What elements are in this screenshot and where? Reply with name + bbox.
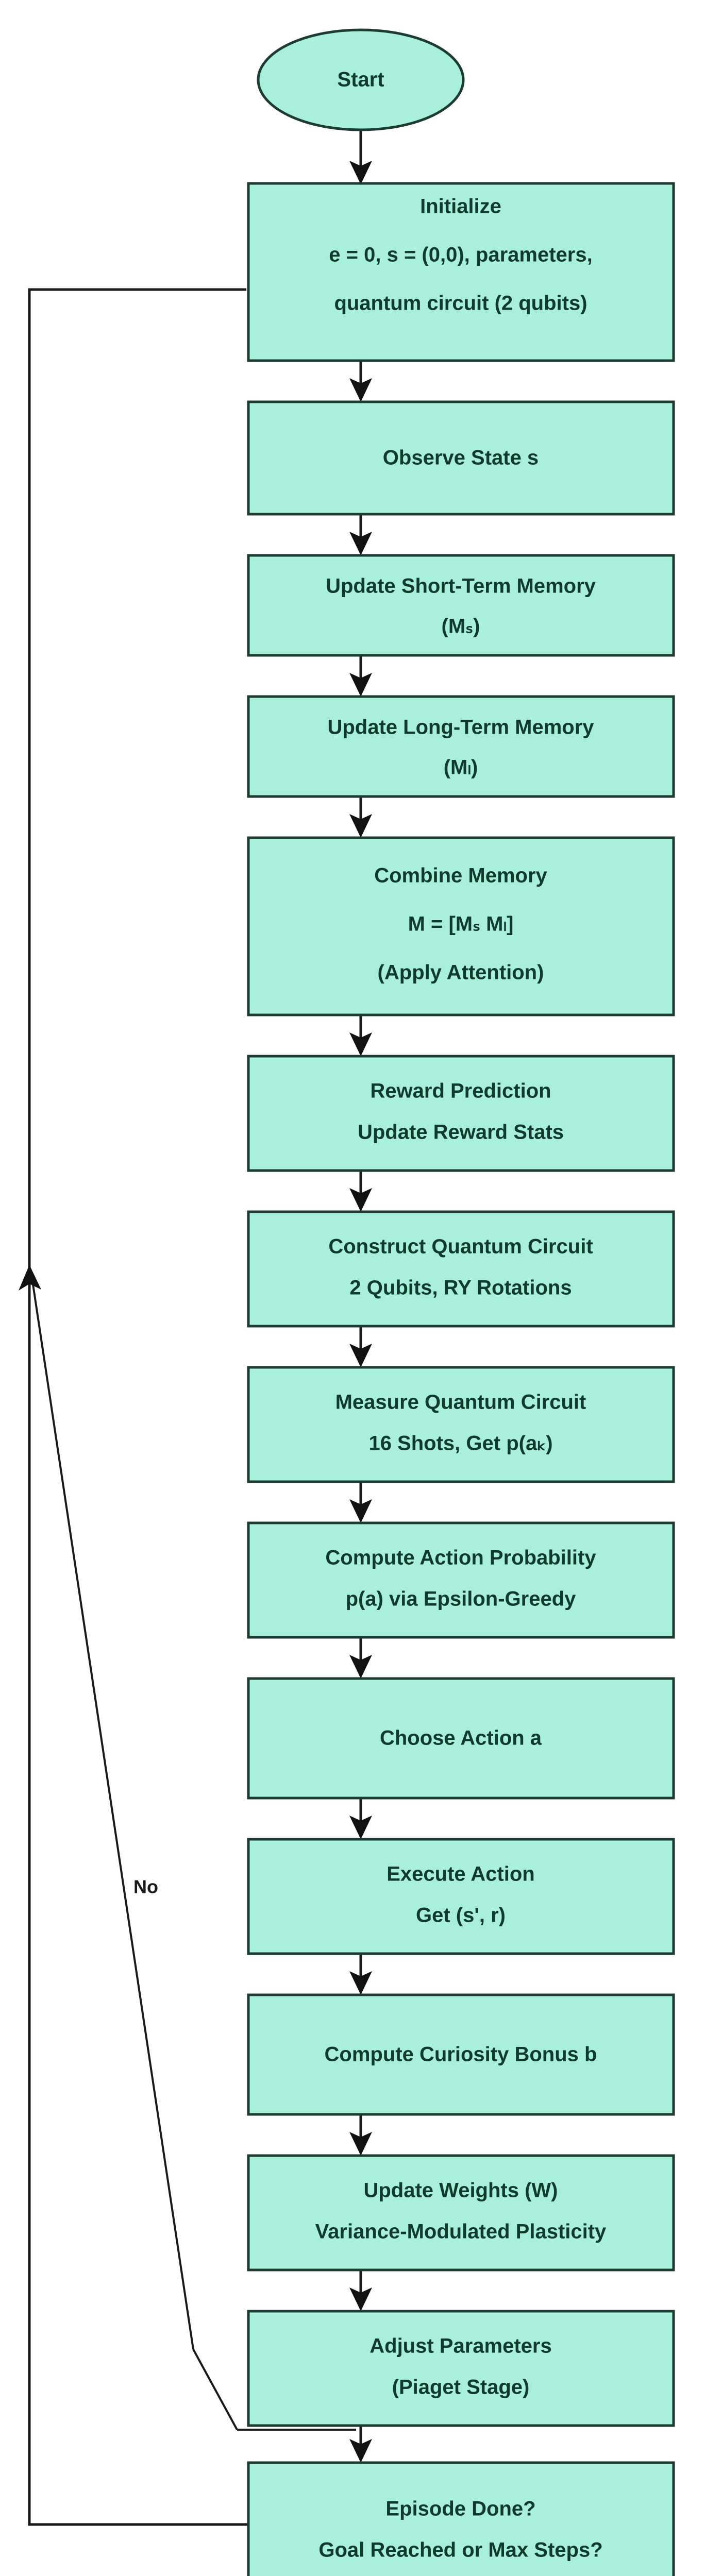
edge-compute-probability-to-choose-action bbox=[349, 1637, 372, 1679]
node-combine-memory[interactable]: Combine Memory M = [Mₛ Mₗ] (Apply Attent… bbox=[247, 836, 675, 1016]
edge-execute-action-to-curiosity-bonus bbox=[349, 1954, 372, 1995]
node-adjust-parameters[interactable]: Adjust Parameters (Piaget Stage) bbox=[247, 2310, 675, 2427]
node-update-long-term-memory[interactable]: Update Long-Term Memory (Mₗ) bbox=[247, 695, 675, 798]
edge-update-weights-to-adjust-parameters bbox=[349, 2270, 372, 2311]
node-execute-action[interactable]: Execute Action Get (s', r) bbox=[247, 1838, 675, 1955]
node-combine-memory-line-1: Combine Memory bbox=[374, 865, 547, 887]
node-update-weights-line-1: Update Weights (W) bbox=[363, 2179, 558, 2202]
edge-measure-to-compute-probability bbox=[349, 1482, 372, 1523]
node-measure-quantum-circuit[interactable]: Measure Quantum Circuit 16 Shots, Get p(… bbox=[247, 1366, 675, 1483]
edge-reward-to-construct bbox=[349, 1171, 372, 1212]
node-reward-prediction[interactable]: Reward Prediction Update Reward Stats bbox=[247, 1055, 675, 1172]
edge-long-term-to-combine bbox=[349, 796, 372, 838]
node-construct-quantum-circuit-line-1: Construct Quantum Circuit bbox=[328, 1235, 593, 1258]
node-construct-quantum-circuit[interactable]: Construct Quantum Circuit 2 Qubits, RY R… bbox=[247, 1210, 675, 1328]
edge-inner-feedback-loop bbox=[19, 1265, 356, 2431]
node-execute-action-line-2: Get (s', r) bbox=[416, 1904, 506, 1927]
node-compute-action-probability-line-2: p(a) via Epsilon-Greedy bbox=[346, 1588, 577, 1611]
node-reward-prediction-line-2: Update Reward Stats bbox=[358, 1121, 564, 1144]
edge-label-no: No bbox=[133, 1876, 158, 1897]
node-initialize-line-2: e = 0, s = (0,0), parameters, bbox=[329, 244, 592, 266]
node-update-short-term-memory[interactable]: Update Short-Term Memory (Mₛ) bbox=[247, 554, 675, 657]
node-choose-action[interactable]: Choose Action a bbox=[247, 1677, 675, 1800]
node-start-label: Start bbox=[337, 69, 384, 91]
node-start[interactable]: Start bbox=[257, 28, 465, 131]
node-reward-prediction-line-1: Reward Prediction bbox=[370, 1080, 551, 1103]
node-adjust-parameters-line-1: Adjust Parameters bbox=[370, 2335, 551, 2358]
node-combine-memory-line-3: (Apply Attention) bbox=[378, 961, 544, 984]
edge-construct-to-measure bbox=[349, 1326, 372, 1367]
node-update-short-term-memory-line-2: (Mₛ) bbox=[442, 615, 480, 638]
node-measure-quantum-circuit-line-2: 16 Shots, Get p(aₖ) bbox=[368, 1432, 552, 1455]
node-choose-action-label: Choose Action a bbox=[380, 1727, 542, 1750]
node-update-weights[interactable]: Update Weights (W) Variance-Modulated Pl… bbox=[247, 2154, 675, 2272]
node-initialize[interactable]: Initialize e = 0, s = (0,0), parameters,… bbox=[247, 182, 675, 362]
edge-short-term-to-long-term bbox=[349, 655, 372, 697]
node-compute-curiosity-bonus-label: Compute Curiosity Bonus b bbox=[325, 2043, 597, 2066]
node-observe-state-label: Observe State s bbox=[383, 447, 539, 469]
node-execute-action-line-1: Execute Action bbox=[387, 1863, 534, 1886]
node-observe-state[interactable]: Observe State s bbox=[247, 400, 675, 516]
edge-initialize-to-observe bbox=[349, 361, 372, 402]
edge-combine-to-reward bbox=[349, 1015, 372, 1056]
node-episode-done-line-2: Goal Reached or Max Steps? bbox=[318, 2539, 602, 2562]
node-combine-memory-line-2: M = [Mₛ Mₗ] bbox=[408, 913, 514, 936]
edge-adjust-parameters-to-episode-done bbox=[349, 2426, 372, 2463]
node-measure-quantum-circuit-line-1: Measure Quantum Circuit bbox=[335, 1391, 586, 1414]
edge-episode-done-no-loop bbox=[28, 288, 248, 2526]
node-update-long-term-memory-line-2: (Mₗ) bbox=[444, 756, 478, 779]
node-update-short-term-memory-line-1: Update Short-Term Memory bbox=[326, 575, 596, 598]
edge-curiosity-bonus-to-update-weights bbox=[349, 2114, 372, 2156]
node-initialize-line-3: quantum circuit (2 qubits) bbox=[334, 292, 587, 315]
edge-choose-action-to-execute-action bbox=[349, 1798, 372, 1839]
node-initialize-line-1: Initialize bbox=[420, 195, 501, 218]
node-update-weights-line-2: Variance-Modulated Plasticity bbox=[315, 2221, 607, 2243]
node-compute-action-probability[interactable]: Compute Action Probability p(a) via Epsi… bbox=[247, 1521, 675, 1639]
edge-observe-to-short-term bbox=[349, 514, 372, 555]
node-update-long-term-memory-line-1: Update Long-Term Memory bbox=[327, 716, 594, 739]
node-compute-action-probability-line-1: Compute Action Probability bbox=[325, 1547, 596, 1569]
node-construct-quantum-circuit-line-2: 2 Qubits, RY Rotations bbox=[349, 1277, 572, 1299]
edge-start-to-initialize bbox=[349, 130, 372, 184]
node-compute-curiosity-bonus[interactable]: Compute Curiosity Bonus b bbox=[247, 1993, 675, 2116]
node-adjust-parameters-line-2: (Piaget Stage) bbox=[392, 2376, 530, 2399]
node-episode-done[interactable]: Episode Done? Goal Reached or Max Steps? bbox=[247, 2461, 675, 2576]
node-episode-done-line-1: Episode Done? bbox=[385, 2498, 535, 2520]
